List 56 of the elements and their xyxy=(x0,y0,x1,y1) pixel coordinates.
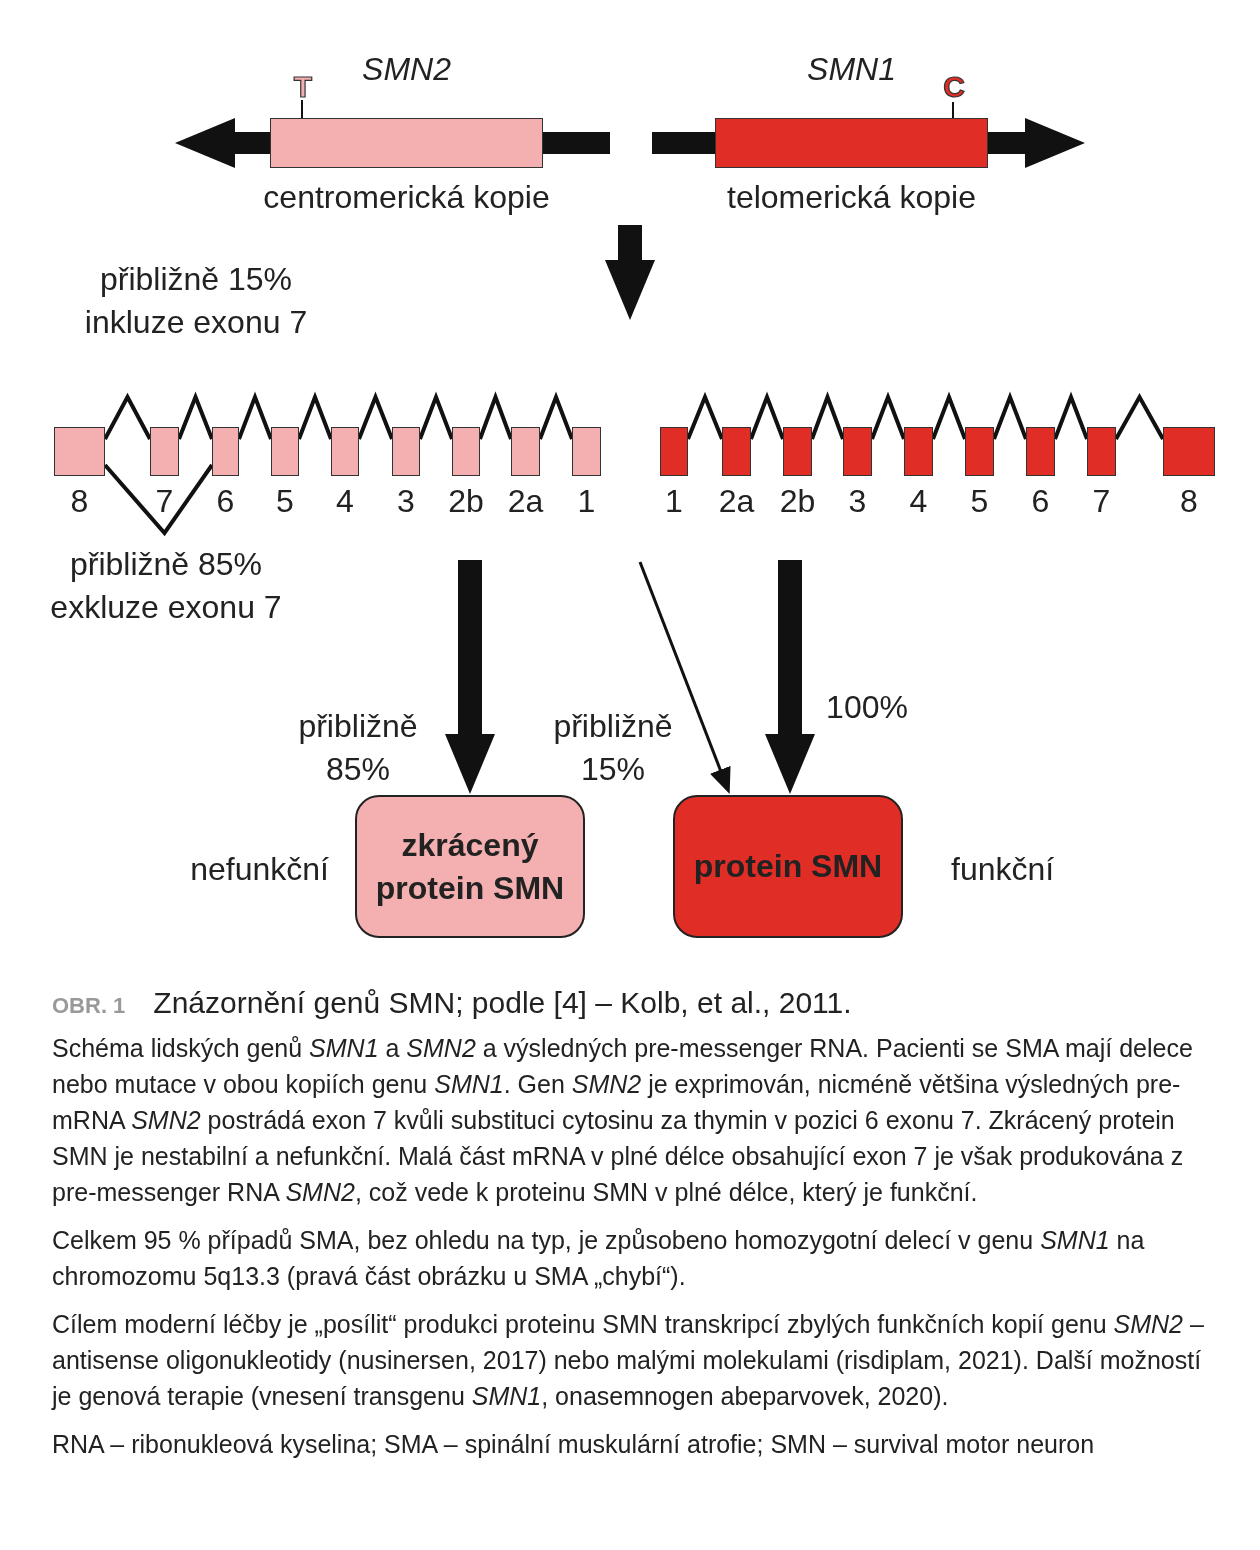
exon-number: 5 xyxy=(276,482,294,521)
mutation-letter: C xyxy=(943,69,965,105)
exon-number: 4 xyxy=(336,482,354,521)
intron-line xyxy=(1053,391,1089,440)
intron-line xyxy=(992,391,1028,440)
exon-number: 2b xyxy=(448,482,484,521)
gene-caption: telomerická kopie xyxy=(727,178,976,217)
intron-line xyxy=(418,391,454,440)
intron-line xyxy=(870,391,906,440)
intron-line xyxy=(1114,392,1165,440)
exon-number: 8 xyxy=(70,482,89,521)
intron-line xyxy=(103,463,214,537)
intron-line xyxy=(686,391,724,440)
exon-number: 6 xyxy=(1031,482,1050,521)
annotation-text: přibližně 85% exkluze exonu 7 xyxy=(49,545,283,627)
exon-number: 7 xyxy=(155,482,174,521)
exon-number: 2a xyxy=(507,482,544,521)
exon-number: 3 xyxy=(397,482,415,521)
exon-number: 5 xyxy=(970,482,989,521)
intron-line xyxy=(357,391,394,440)
status-label: nefunkční xyxy=(190,850,329,889)
exon-number: 7 xyxy=(1092,482,1111,521)
intron-line xyxy=(103,392,152,440)
exon-number: 6 xyxy=(216,482,235,521)
intron-line xyxy=(237,391,273,440)
intron-line xyxy=(931,391,967,440)
intron-line xyxy=(177,391,214,440)
exon-number: 3 xyxy=(848,482,867,521)
protein-label: zkrácený protein SMN xyxy=(374,825,566,908)
caption-paragraph: Celkem 95 % případů SMA, bez ohledu na typ, je způsobeno homozygotní delecí v genu SMN1 na chromozomu 5q13.3 (pravá část obrázku u SMA „chybí“). xyxy=(52,1225,1146,1292)
intron-line xyxy=(538,391,574,440)
arrow xyxy=(638,561,731,795)
exon-number: 4 xyxy=(909,482,928,521)
caption-paragraph: Schéma lidských genů SMN1 a SMN2 a výsledných pre-messenger RNA. Pacienti se SMA mají delece nebo mutace v obou kopiích genu SMN1. Gen SMN2 je exprimován, nicméně většina výsledných pre-mRNA SMN2 postrádá exon 7 kvůli substituci cytosinu za thymin v pozici 6 exonu 7. Zkrácený protein SMN je nestabilní a nefunkční. Malá část mRNA v plné délce obsahující exon 7 je však produkována z pre-messenger RNA SMN2, což vede k proteinu SMN v plné délce, který je funkční. xyxy=(52,1033,1194,1208)
status-label: funkční xyxy=(951,850,1055,889)
figure-title: Znázornění genů SMN; podle [4] – Kolb, et al., 2011. xyxy=(153,986,852,1019)
exon-number: 2a xyxy=(718,482,755,521)
exon-number: 2b xyxy=(779,482,816,521)
protein-label: protein SMN xyxy=(692,847,884,886)
caption-paragraph: Cílem moderní léčby je „posílit“ produkci proteinu SMN transkripcí zbylých funkčních kopií genu SMN2 – antisense oligonukleotidy (nusinersen, 2017) nebo malými molekulami (risdiplam, 2021). Další možností je genová terapie (vnesení transgenu SMN1, onasemnogen abeparvovek, 2020). xyxy=(52,1309,1205,1412)
intron-line xyxy=(810,391,845,440)
gene-name: SMN2 xyxy=(362,50,451,89)
intron-line xyxy=(478,391,513,440)
caption-paragraph: RNA – ribonukleová kyselina; SMA – spinální muskulární atrofie; SMN – survival motor neuron xyxy=(52,1429,1096,1460)
gene-name: SMN1 xyxy=(807,50,896,89)
exon-number: 1 xyxy=(577,482,596,521)
exon-number: 8 xyxy=(1180,482,1198,521)
intron-line xyxy=(297,391,333,440)
gene-caption: centromerická kopie xyxy=(263,178,550,217)
mutation-letter: T xyxy=(293,69,313,105)
arrow xyxy=(445,560,495,794)
annotation-text: přibližně 15% inkluze exonu 7 xyxy=(83,260,309,342)
figure-number: OBR. 1 xyxy=(52,993,126,1018)
intron-line xyxy=(749,391,785,440)
arrow xyxy=(765,560,815,794)
exon-number: 1 xyxy=(665,482,683,521)
